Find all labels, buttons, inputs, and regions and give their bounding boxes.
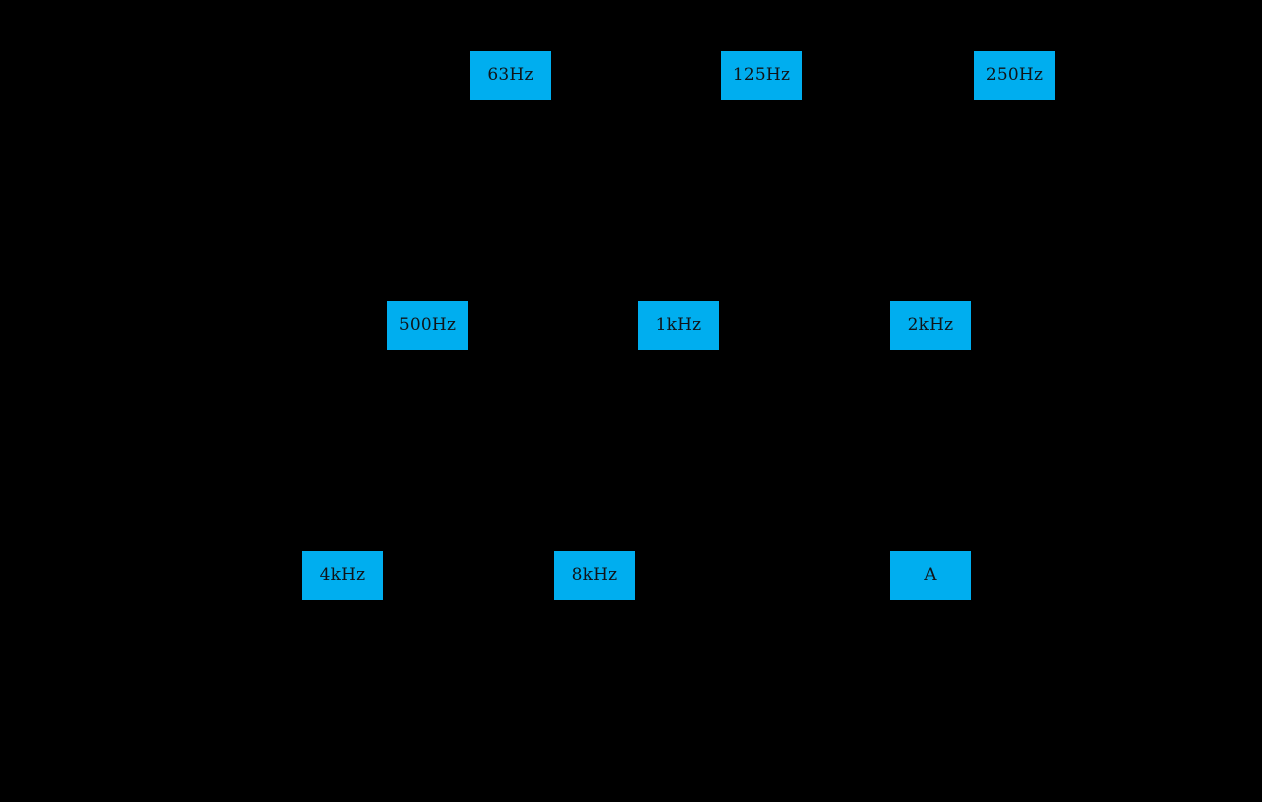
band-label-500hz[interactable]: 500Hz	[387, 301, 468, 350]
band-label-125hz[interactable]: 125Hz	[721, 51, 802, 100]
band-label-8khz[interactable]: 8kHz	[554, 551, 635, 600]
band-label-63hz[interactable]: 63Hz	[470, 51, 551, 100]
band-label-250hz[interactable]: 250Hz	[974, 51, 1055, 100]
band-label-4khz[interactable]: 4kHz	[302, 551, 383, 600]
band-label-2khz[interactable]: 2kHz	[890, 301, 971, 350]
band-label-a[interactable]: A	[890, 551, 971, 600]
band-label-1khz[interactable]: 1kHz	[638, 301, 719, 350]
